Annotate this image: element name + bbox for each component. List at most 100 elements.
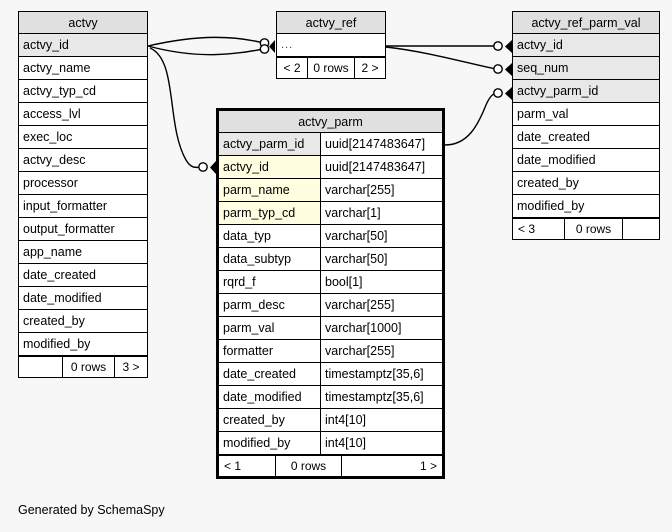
column-name[interactable]: actvy_id	[219, 156, 320, 178]
column-name[interactable]: date_modified	[513, 149, 659, 171]
column-name[interactable]: processor	[19, 172, 147, 194]
table-actvy-ref-parm-val-title: actvy_ref_parm_val	[513, 12, 659, 34]
column-name[interactable]: rqrd_f	[219, 271, 320, 293]
optional-marker	[259, 38, 270, 48]
table-row: parm_name varchar[255]	[219, 179, 442, 202]
crowfoot-marker	[505, 87, 512, 100]
table-actvy-parm-footer: < 1 0 rows 1 >	[219, 455, 442, 476]
column-name[interactable]: exec_loc	[19, 126, 147, 148]
optional-marker	[493, 41, 503, 51]
column-type: timestamptz[35,6]	[320, 363, 442, 385]
table-row: actvy_id	[19, 34, 147, 57]
next-page-link[interactable]: 2 >	[361, 61, 379, 75]
column-name[interactable]: seq_num	[513, 57, 659, 79]
table-row: input_formatter	[19, 195, 147, 218]
optional-marker	[493, 64, 503, 74]
table-row: modified_by	[513, 195, 659, 218]
next-page-link[interactable]: 3 >	[122, 360, 140, 374]
column-type: varchar[255]	[320, 179, 442, 201]
table-row: modified_by int4[10]	[219, 432, 442, 455]
column-name[interactable]: actvy_id	[513, 34, 659, 56]
column-name[interactable]: created_by	[513, 172, 659, 194]
table-row: processor	[19, 172, 147, 195]
crowfoot-marker	[505, 40, 512, 53]
column-ellipsis: ...	[277, 34, 385, 56]
table-row: seq_num	[513, 57, 659, 80]
column-name[interactable]: data_subtyp	[219, 248, 320, 270]
column-name[interactable]: input_formatter	[19, 195, 147, 217]
table-row: formatter varchar[255]	[219, 340, 442, 363]
edge-actvy-to-actvy-ref-1	[147, 36, 265, 47]
column-name[interactable]: actvy_name	[19, 57, 147, 79]
table-row: actvy_name	[19, 57, 147, 80]
prev-page-link[interactable]	[19, 357, 63, 377]
table-row: created_by	[19, 310, 147, 333]
column-type: varchar[1]	[320, 202, 442, 224]
column-name[interactable]: parm_typ_cd	[219, 202, 320, 224]
column-type: varchar[255]	[320, 340, 442, 362]
column-name[interactable]: date_created	[19, 264, 147, 286]
prev-page-link[interactable]: < 1	[219, 456, 276, 476]
table-row: app_name	[19, 241, 147, 264]
edge-actvy-to-actvy-parm	[149, 47, 204, 169]
table-row: created_by	[513, 172, 659, 195]
column-name[interactable]: app_name	[19, 241, 147, 263]
column-name[interactable]: actvy_desc	[19, 149, 147, 171]
column-name[interactable]: date_created	[219, 363, 320, 385]
table-row: access_lvl	[19, 103, 147, 126]
column-name[interactable]: output_formatter	[19, 218, 147, 240]
column-name[interactable]: access_lvl	[19, 103, 147, 125]
column-type: int4[10]	[320, 409, 442, 431]
column-type: varchar[50]	[320, 248, 442, 270]
table-row: data_subtyp varchar[50]	[219, 248, 442, 271]
column-name[interactable]: modified_by	[513, 195, 659, 217]
column-name[interactable]: parm_val	[513, 103, 659, 125]
table-row: actvy_typ_cd	[19, 80, 147, 103]
prev-page-link[interactable]: < 2	[277, 58, 308, 78]
column-type: bool[1]	[320, 271, 442, 293]
column-name[interactable]: date_modified	[19, 287, 147, 309]
column-name[interactable]: formatter	[219, 340, 320, 362]
table-row: actvy_parm_id uuid[2147483647]	[219, 133, 442, 156]
table-row: date_created timestamptz[35,6]	[219, 363, 442, 386]
column-name[interactable]: modified_by	[219, 432, 320, 454]
table-actvy[interactable]: actvy actvy_id actvy_name actvy_typ_cd a…	[18, 11, 148, 378]
table-row: ...	[277, 34, 385, 57]
table-row: parm_desc varchar[255]	[219, 294, 442, 317]
column-name[interactable]: parm_val	[219, 317, 320, 339]
optional-marker	[493, 88, 503, 98]
table-row: modified_by	[19, 333, 147, 356]
table-actvy-parm[interactable]: actvy_parm actvy_parm_id uuid[2147483647…	[216, 108, 445, 479]
table-actvy-title: actvy	[19, 12, 147, 34]
crowfoot-marker	[269, 40, 275, 53]
table-row: date_created	[19, 264, 147, 287]
column-name[interactable]: parm_name	[219, 179, 320, 201]
column-name[interactable]: date_modified	[219, 386, 320, 408]
table-row: output_formatter	[19, 218, 147, 241]
column-name[interactable]: created_by	[19, 310, 147, 332]
column-name[interactable]: actvy_typ_cd	[19, 80, 147, 102]
row-count: 0 rows	[276, 456, 342, 476]
column-name[interactable]: actvy_id	[19, 34, 147, 56]
column-name[interactable]: data_typ	[219, 225, 320, 247]
table-row: date_modified timestamptz[35,6]	[219, 386, 442, 409]
column-name[interactable]: created_by	[219, 409, 320, 431]
prev-page-link[interactable]: < 3	[513, 219, 565, 239]
table-actvy-ref-parm-val[interactable]: actvy_ref_parm_val actvy_id seq_num actv…	[512, 11, 660, 240]
table-row: data_typ varchar[50]	[219, 225, 442, 248]
next-page-link[interactable]: 1 >	[419, 459, 437, 473]
row-count: 0 rows	[565, 219, 623, 239]
column-name[interactable]: actvy_parm_id	[513, 80, 659, 102]
column-name[interactable]: actvy_parm_id	[219, 133, 320, 155]
column-name[interactable]: parm_desc	[219, 294, 320, 316]
column-name[interactable]: date_created	[513, 126, 659, 148]
edge-actvy-ref-to-arpv-seq-num	[385, 46, 497, 70]
table-actvy-ref[interactable]: actvy_ref ... < 2 0 rows 2 >	[276, 11, 386, 79]
row-count: 0 rows	[63, 357, 115, 377]
next-page-link[interactable]	[623, 219, 659, 239]
column-name[interactable]: modified_by	[19, 333, 147, 355]
column-type: varchar[1000]	[320, 317, 442, 339]
column-type: int4[10]	[320, 432, 442, 454]
table-row: exec_loc	[19, 126, 147, 149]
